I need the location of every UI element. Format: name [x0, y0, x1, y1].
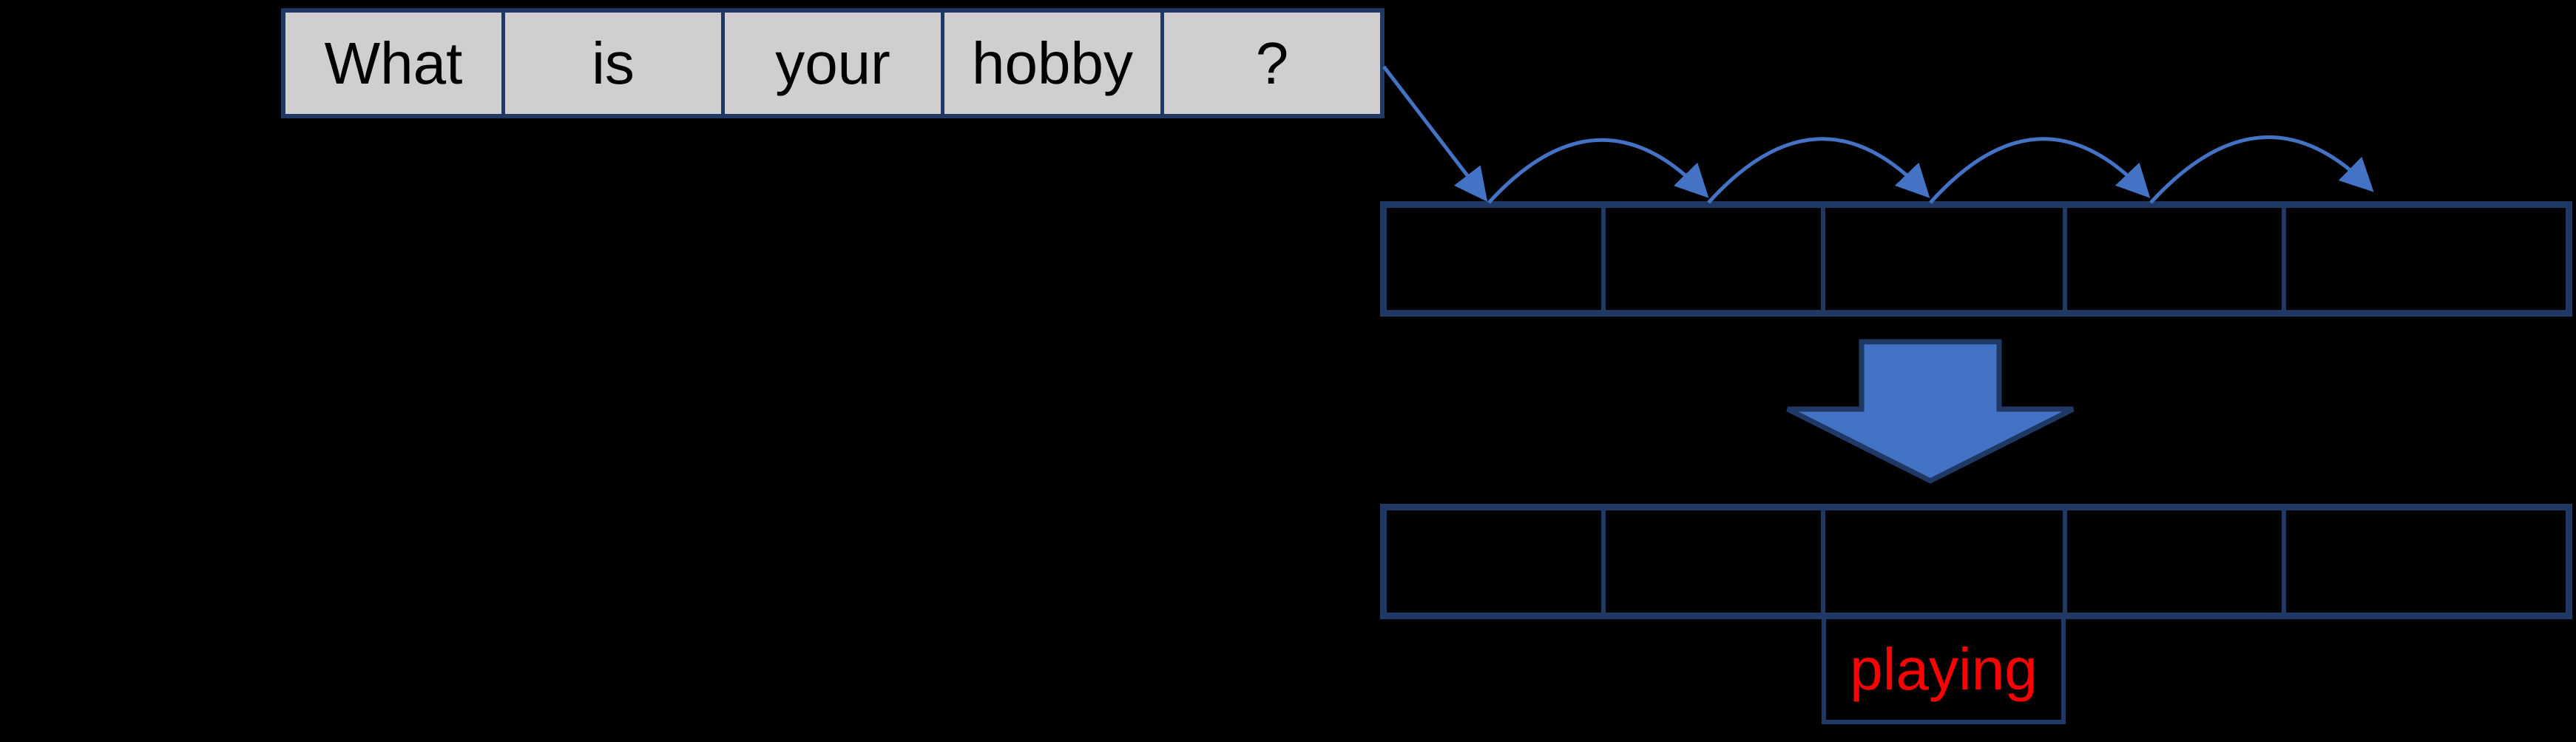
- question-word-cell: hobby: [944, 13, 1164, 114]
- token-cell: [2286, 208, 2566, 310]
- token-cell: [1606, 510, 1826, 613]
- arc-hop-arrow-icon: [1929, 137, 2151, 204]
- diagonal-input-arrow-icon: [1382, 65, 1488, 202]
- question-word-cell: ?: [1164, 13, 1380, 114]
- question-word: What: [324, 30, 463, 96]
- question-word-cell: your: [725, 13, 944, 114]
- arc-hop-arrow-icon: [1707, 137, 1930, 204]
- token-cell: [1387, 510, 1606, 613]
- question-word-cell: is: [505, 13, 725, 114]
- question-word: is: [592, 30, 635, 96]
- answer-word: playing: [1850, 636, 2038, 702]
- question-word: your: [775, 30, 890, 96]
- token-cell: [2286, 510, 2566, 613]
- token-cell: [1387, 208, 1606, 310]
- token-row-top: [1380, 201, 2572, 317]
- token-cell: [2067, 510, 2287, 613]
- question-word: hobby: [972, 30, 1133, 96]
- token-cell: [2067, 208, 2287, 310]
- answer-box: playing: [1822, 615, 2066, 724]
- question-word: ?: [1255, 30, 1289, 96]
- question-word-cell: What: [285, 13, 505, 114]
- token-cell: [1825, 208, 2067, 310]
- arc-hop-arrow-icon: [1487, 138, 1709, 204]
- arc-hop-arrow-icon: [2149, 135, 2374, 204]
- question-sentence-table: What is your hobby ?: [281, 8, 1385, 118]
- token-row-bottom: [1380, 504, 2572, 619]
- token-cell: [1606, 208, 1826, 310]
- token-cell: [1825, 510, 2067, 613]
- down-block-arrow-icon: [1786, 339, 2075, 484]
